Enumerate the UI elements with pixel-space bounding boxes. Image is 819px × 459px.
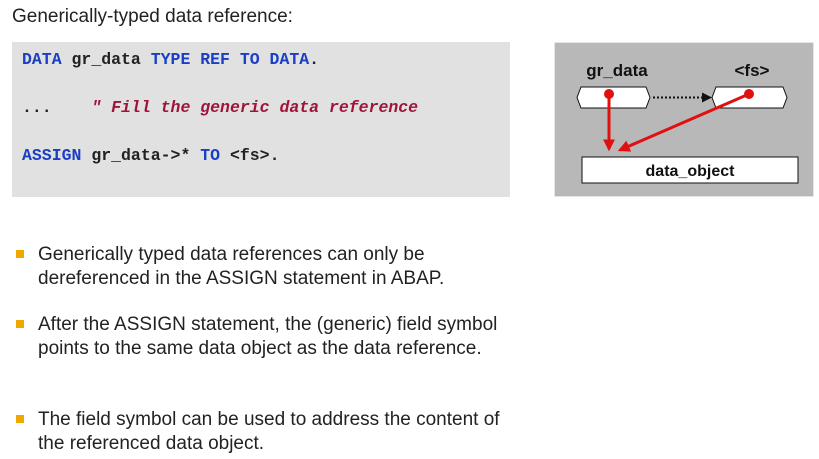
data-object-label: data_object [646, 163, 736, 180]
punctuation: . [309, 50, 320, 69]
bullet-item: Generically typed data references can on… [16, 243, 538, 290]
bullet-item: The field symbol can be used to address … [16, 408, 508, 455]
code-line-3: ASSIGN gr_data->* TO <fs>. [22, 146, 279, 165]
field-symbol-pointer-arrow [617, 92, 750, 152]
reference-variable-shape [576, 86, 651, 109]
section-title: Generically-typed data reference: [12, 6, 293, 27]
diagram-svg: gr_data <fs> data_object [576, 61, 799, 184]
code-line-2: ... " Fill the generic data reference [22, 98, 418, 117]
keyword: ASSIGN [22, 146, 82, 165]
keyword: DATA [22, 50, 62, 69]
bullet-text: After the ASSIGN statement, the (generic… [38, 314, 498, 359]
data-object-box [581, 156, 799, 184]
pointer-dot [604, 89, 614, 99]
bullet-text: Generically typed data references can on… [38, 244, 445, 289]
bullet-marker [16, 250, 24, 258]
identifier: <fs>. [220, 146, 280, 165]
bullet-marker [16, 415, 24, 423]
fs-label: <fs> [735, 61, 770, 80]
comment: " Fill the generic data reference [91, 98, 419, 117]
bullet-marker [16, 320, 24, 328]
identifier: gr_data->* [81, 146, 201, 165]
ref-label: gr_data [586, 61, 648, 80]
keyword: TYPE REF TO DATA [150, 50, 310, 69]
identifier: gr_data [61, 50, 151, 69]
pointer-dot [744, 89, 754, 99]
code-block: DATA gr_data TYPE REF TO DATA. ... " Fil… [12, 42, 510, 197]
ellipsis: ... [22, 98, 52, 117]
reference-diagram: gr_data <fs> data_object [554, 42, 814, 197]
keyword: TO [200, 146, 221, 165]
code-line-1: DATA gr_data TYPE REF TO DATA. [22, 50, 319, 69]
bullet-text: The field symbol can be used to address … [38, 409, 500, 454]
bullet-item: After the ASSIGN statement, the (generic… [16, 313, 518, 360]
